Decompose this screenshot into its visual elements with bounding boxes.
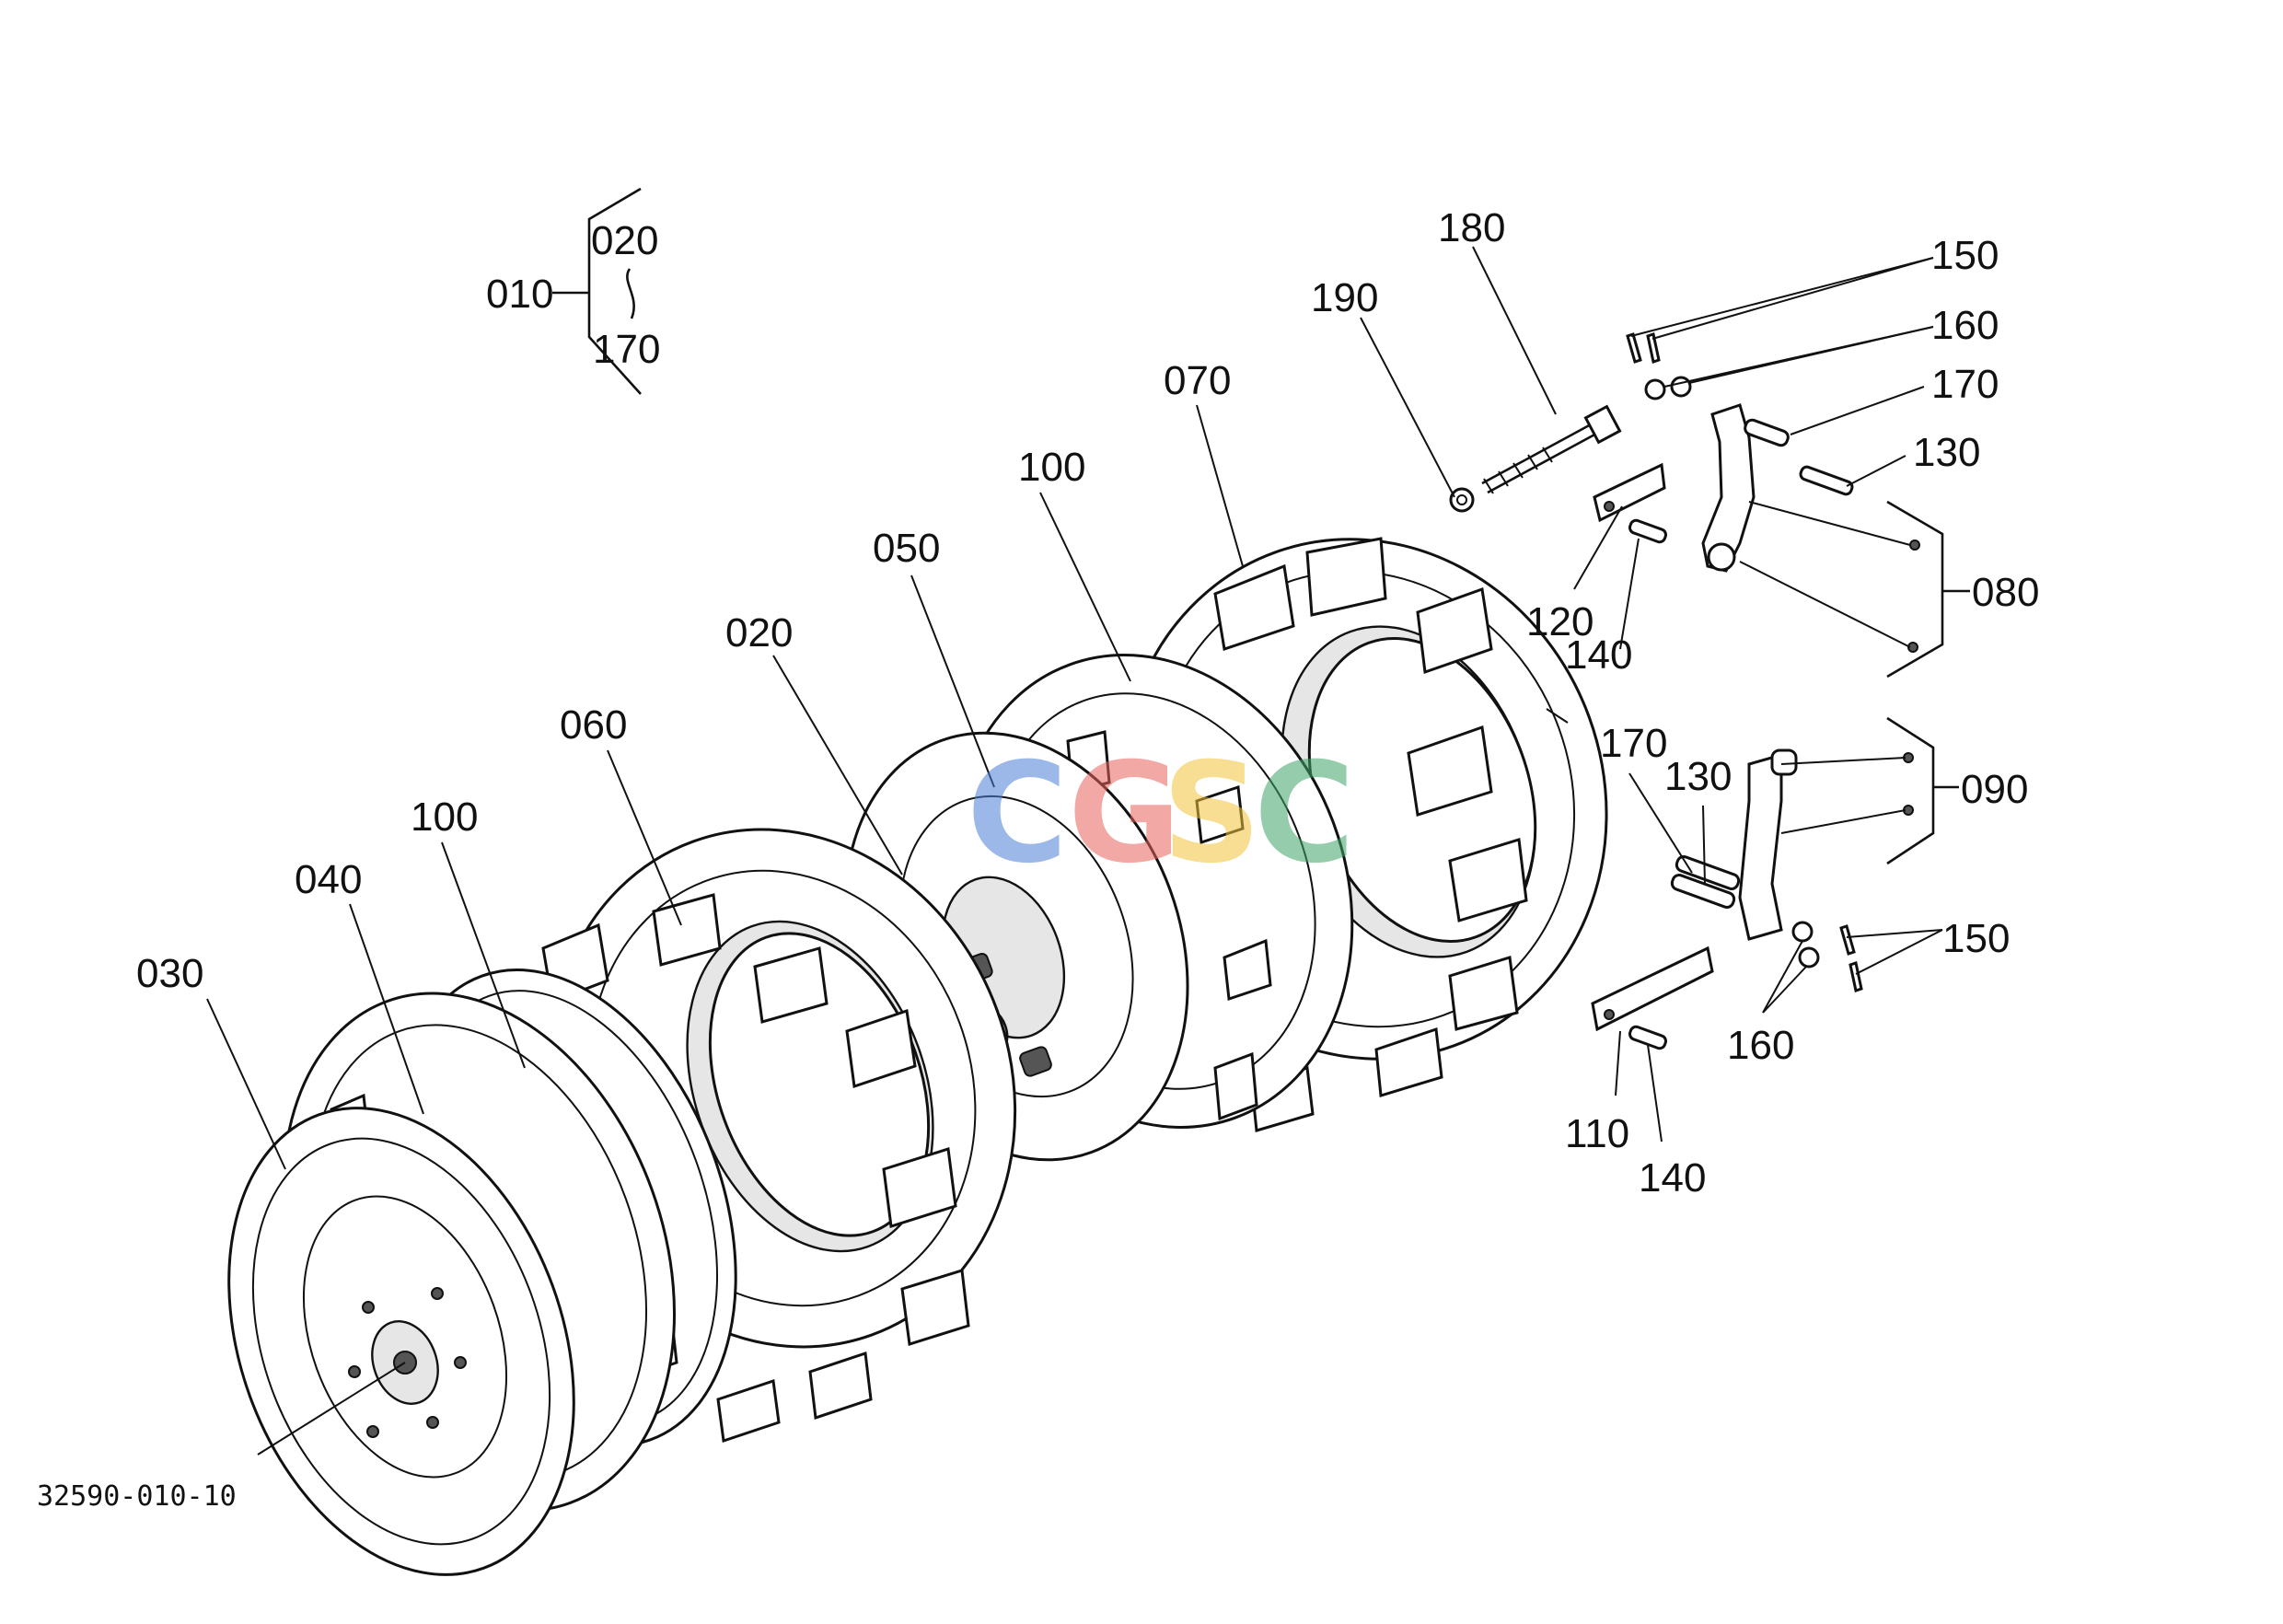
part-180-bolt [1481,404,1622,494]
watermark: C G S C [967,734,1355,894]
part-120-link-plate [1593,462,1667,544]
callout-180: 180 [1438,205,1505,250]
callout-labels: 180 190 150 160 170 130 080 120 140 070 … [136,205,2039,1201]
callout-010: 010 [486,272,553,317]
callout-170-upper: 170 [1931,362,1999,407]
bracket-080 [1886,500,1970,679]
part-080-upper-lever [1701,403,1854,573]
bracket-090 [1886,716,1959,865]
document-id: 32590-010-10 [37,1480,237,1513]
callout-130-upper: 130 [1913,430,1980,475]
callout-100-lower: 100 [411,795,478,840]
callout-190: 190 [1311,275,1378,320]
callout-150-upper: 150 [1931,233,1999,278]
callout-130-lower: 130 [1664,754,1732,799]
callout-140-upper: 140 [1565,632,1632,678]
part-090-lower-lever [1670,748,1798,941]
callout-120: 120 [1526,599,1593,644]
part-110-link-plate [1591,945,1714,1050]
callout-070: 070 [1164,358,1231,403]
callout-090: 090 [1961,767,2028,812]
part-150-160-upper-pins [1626,332,1692,400]
callout-020: 020 [725,610,793,655]
part-150-160-lower-pins [1791,921,1863,992]
watermark-letter-2: G [1068,734,1181,894]
leader-lines [206,246,1943,1456]
watermark-letter-1: C [967,734,1068,894]
callout-060: 060 [560,702,627,748]
assembly-group-bracket: 010 020 170 [486,187,660,395]
callout-170-range-end: 170 [593,327,660,372]
watermark-letter-3: S [1162,734,1261,894]
callout-050: 050 [873,526,940,571]
callout-170-lower: 170 [1600,721,1667,766]
callout-150-lower: 150 [1942,916,2010,961]
callout-160-lower: 160 [1727,1023,1794,1068]
callout-030: 030 [136,951,203,996]
callout-140-lower: 140 [1639,1155,1706,1201]
callout-040: 040 [295,857,362,902]
part-190-nut [1449,487,1475,513]
callout-160-upper: 160 [1931,303,1999,348]
watermark-letter-4: C [1254,734,1355,894]
callout-080: 080 [1972,570,2039,615]
callout-100-upper: 100 [1018,445,1085,490]
callout-110: 110 [1565,1111,1629,1156]
range-tilde-icon [626,268,635,319]
callout-020-range-start: 020 [591,218,658,263]
